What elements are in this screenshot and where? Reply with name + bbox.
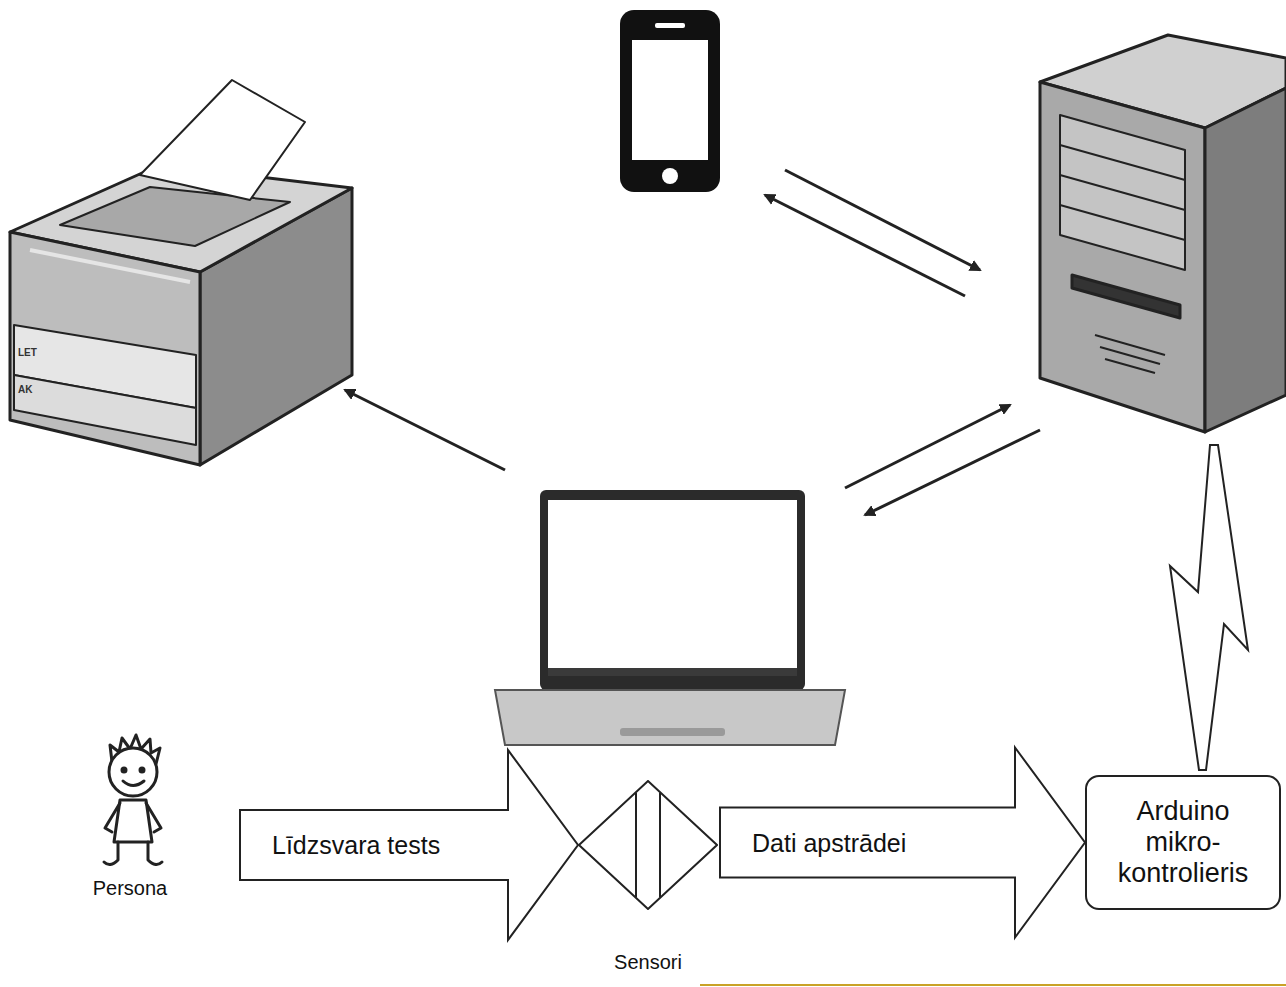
phone-icon — [620, 10, 720, 192]
arrow-label: Līdzsvara tests — [270, 830, 442, 860]
printer-icon — [10, 80, 352, 465]
person-node: Persona — [80, 728, 180, 900]
node-label: Persona — [80, 876, 180, 900]
footer-rule — [700, 984, 1286, 986]
data-flow-arrows — [345, 170, 1040, 515]
diamond-outline — [578, 780, 718, 910]
printer-marking: AK — [18, 384, 32, 396]
wireless-bolt — [1170, 445, 1248, 770]
printer-marking: LET — [18, 347, 37, 359]
arrow-label: Dati apstrādei — [750, 828, 908, 858]
process-box: Arduino mikro- kontrolieris — [1085, 775, 1281, 910]
laptop-icon — [495, 490, 845, 745]
computer-tower-icon — [1040, 35, 1286, 432]
sensor-diamond: Sensori — [578, 780, 718, 974]
block-arrow — [720, 748, 1085, 938]
node-label: Sensori — [578, 950, 718, 974]
node-label: Arduino mikro- kontrolieris — [1103, 796, 1263, 889]
person-figure — [104, 735, 162, 865]
block-arrow — [240, 750, 578, 940]
